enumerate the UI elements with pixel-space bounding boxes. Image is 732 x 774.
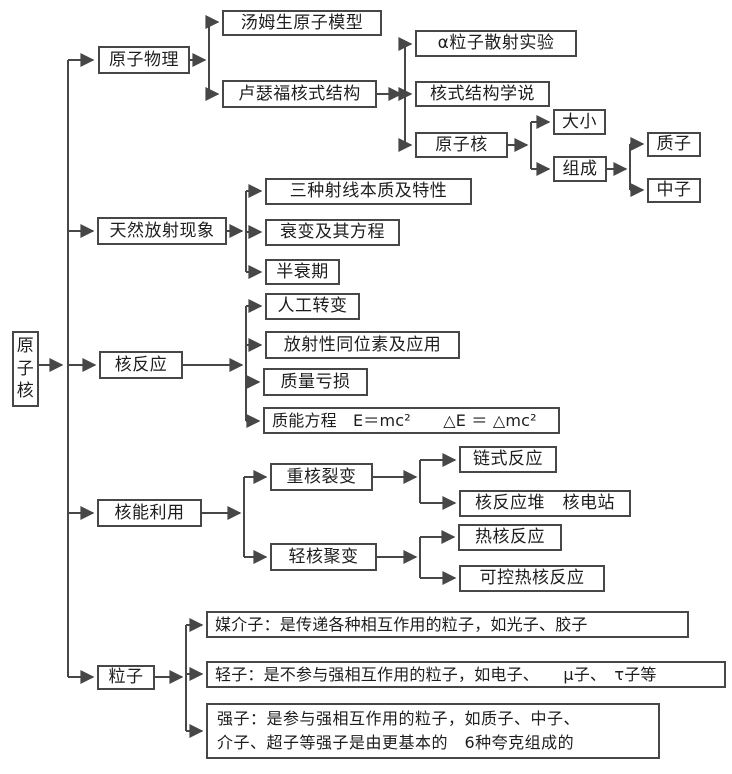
hadron-line-1: 强子：是参与强相互作用的粒子，如质子、中子、 — [217, 709, 581, 728]
node-nuclear-structure-theory: 核式结构学说 — [415, 81, 550, 107]
hadron-line-2: 介子、超子等强子是由更基本的 6种夸克组成的 — [217, 733, 575, 752]
node-heavy-fission: 重核裂变 — [270, 463, 373, 491]
node-nucleus: 原子核 — [415, 132, 508, 158]
node-mass-energy-equation: 质能方程 E＝mc² △E ＝ △mc² — [263, 407, 560, 434]
node-thomson-model: 汤姆生原子模型 — [222, 10, 382, 36]
node-radioactive-isotopes: 放射性同位素及应用 — [265, 331, 460, 359]
node-mass-defect: 质量亏损 — [263, 368, 368, 396]
node-three-rays: 三种射线本质及特性 — [265, 178, 472, 205]
node-rutherford-structure: 卢瑟福核式结构 — [222, 80, 377, 108]
node-nuclear-reaction: 核反应 — [99, 351, 183, 379]
node-particles: 粒子 — [97, 665, 155, 690]
node-natural-radioactivity: 天然放射现象 — [97, 217, 227, 245]
node-thermonuclear-reaction: 热核反应 — [458, 524, 562, 551]
node-nuclear-energy-use: 核能利用 — [97, 499, 202, 527]
node-artificial-transmutation: 人工转变 — [265, 293, 360, 320]
node-atomic-physics: 原子物理 — [98, 46, 190, 74]
node-proton: 质子 — [647, 132, 701, 157]
node-neutron: 中子 — [647, 178, 701, 203]
node-controlled-thermonuclear: 可控热核反应 — [459, 565, 605, 592]
node-half-life: 半衰期 — [265, 259, 340, 285]
node-hadrons: 强子：是参与强相互作用的粒子，如质子、中子、 介子、超子等强子是由更基本的 6种… — [206, 703, 660, 759]
node-root-atomic-nucleus: 原子核 — [12, 331, 39, 407]
node-alpha-scattering: α粒子散射实验 — [415, 30, 577, 57]
node-reactor-power-station: 核反应堆 核电站 — [459, 490, 631, 517]
node-mediator-particles: 媒介子：是传递各种相互作用的粒子，如光子、胶子 — [206, 611, 689, 638]
node-decay-equation: 衰变及其方程 — [265, 219, 400, 246]
node-leptons: 轻子：是不参与强相互作用的粒子，如电子、 μ子、 τ子等 — [206, 661, 726, 688]
node-chain-reaction: 链式反应 — [459, 446, 557, 473]
node-size: 大小 — [553, 109, 606, 135]
node-composition: 组成 — [553, 156, 607, 182]
node-light-fusion: 轻核聚变 — [270, 543, 377, 571]
